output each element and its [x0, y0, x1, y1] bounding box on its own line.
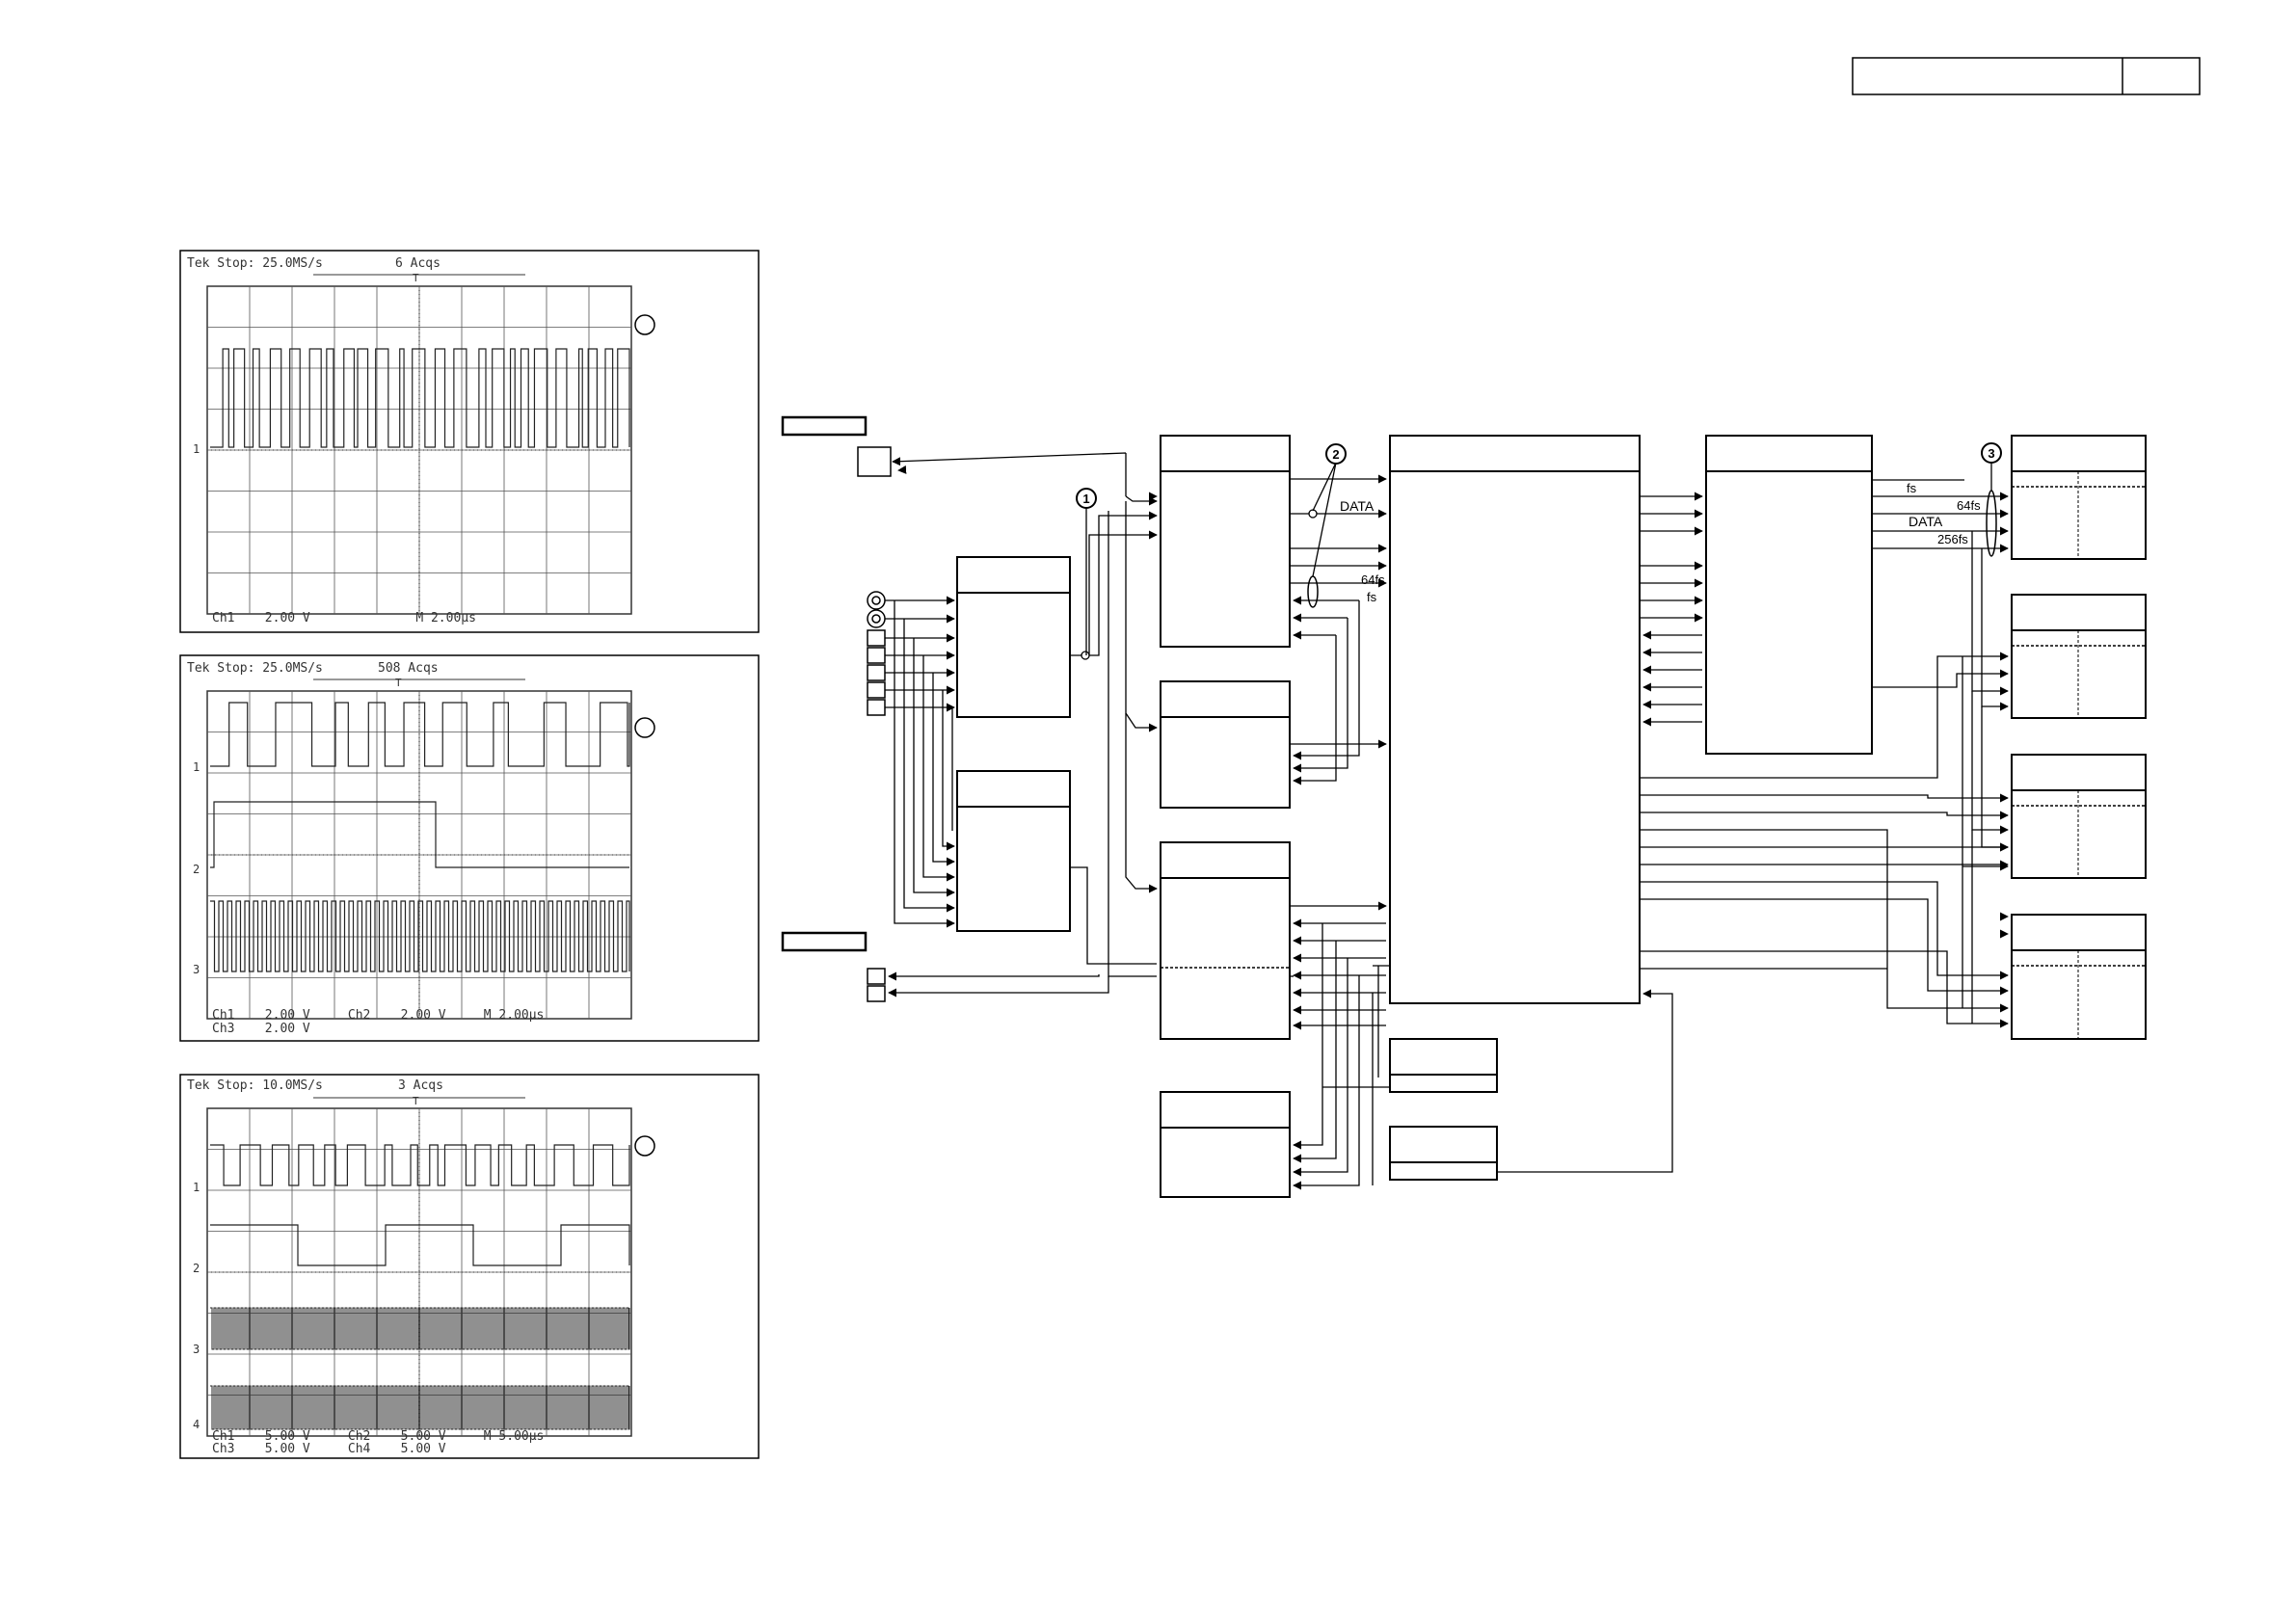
probe-point-1	[1081, 651, 1090, 660]
input-terminal-1	[867, 629, 886, 647]
dac-block-3	[2011, 754, 2147, 879]
scope-test-point-circle-1	[634, 314, 655, 335]
test-point-2-label: 2	[1332, 447, 1339, 462]
scope-trace-3-ch1	[210, 1144, 630, 1186]
signal-label-data-dir: DATA	[1340, 498, 1375, 514]
scope-ch-marker-2-3: 3	[193, 963, 200, 976]
input-terminal-4	[867, 681, 886, 699]
scope-footer-3-line-1: Ch1 5.00 V Ch2 5.00 V M 5.00µs	[212, 1429, 544, 1444]
scope-test-point-circle-2	[634, 717, 655, 738]
scope-acqs-2: 508 Acqs	[378, 661, 439, 676]
input-terminal-2	[867, 647, 886, 664]
mid-block-3	[1160, 841, 1291, 1040]
scope-trace-3-ch3	[210, 1307, 630, 1350]
scope-trace-2-ch3	[210, 900, 630, 972]
mid-block-4	[1160, 1091, 1291, 1198]
input-label-box	[781, 415, 868, 437]
scope-header-1: Tek Stop: 25.0MS/s	[187, 256, 323, 271]
scope-panel-3: Tek Stop: 10.0MS/s 3 Acqs T 1 2 3 4 Ch1 …	[179, 1074, 760, 1459]
signal-label-data-dac: DATA	[1909, 514, 1943, 529]
test-point-1-label: 1	[1082, 492, 1089, 506]
dir-block	[1160, 435, 1291, 648]
scope-panel-2: Tek Stop: 25.0MS/s 508 Acqs T 1 2 3 Ch1 …	[179, 654, 760, 1042]
input-selector-block-b	[956, 770, 1071, 932]
input-selector-block-a	[956, 556, 1071, 718]
scope-test-point-circle-3	[634, 1135, 655, 1157]
dsp-block	[1389, 435, 1641, 1004]
scope-ch-marker-3-3: 3	[193, 1343, 200, 1356]
scope-trigger-2: T	[395, 677, 402, 689]
input-terminal-3	[867, 664, 886, 681]
test-point-1: 1	[1076, 488, 1097, 655]
scope-ch-marker-3-1: 1	[193, 1181, 200, 1194]
scope-trace-2-ch1	[210, 702, 630, 767]
input-terminal-5	[867, 699, 886, 716]
mid-block-2	[1160, 680, 1291, 809]
input-jack-2	[867, 609, 886, 628]
bus-marker-3	[1986, 490, 1997, 557]
small-block-2	[1389, 1126, 1498, 1181]
output-label-box	[781, 931, 868, 952]
scope-acqs-3: 3 Acqs	[398, 1078, 443, 1093]
scope-trace-1-ch1	[210, 348, 630, 448]
scope-ch-marker-2-1: 1	[193, 760, 200, 774]
bus-marker-2	[1307, 575, 1319, 608]
small-block-1	[1389, 1038, 1498, 1093]
signal-label-fs-dac: fs	[1907, 481, 1917, 495]
test-point-3-label: 3	[1988, 446, 1994, 461]
scope-trace-2-ch2	[210, 801, 629, 868]
test-point-3: 3	[1981, 442, 2002, 491]
input-jack-1	[867, 591, 886, 610]
signal-label-64fs-dir: 64fs	[1361, 572, 1385, 587]
scope-grid-1	[206, 285, 632, 615]
test-point-2: 2	[1312, 443, 1347, 577]
scope-header-3: Tek Stop: 10.0MS/s	[187, 1078, 323, 1093]
scope-trigger-3: T	[413, 1095, 419, 1107]
dac-block-4	[2011, 914, 2147, 1040]
scope-trigger-1: T	[413, 272, 419, 284]
scope-panel-1: Tek Stop: 25.0MS/s 6 Acqs T 1 Ch1 2.00 V…	[179, 250, 760, 633]
dac-block-2	[2011, 594, 2147, 719]
signal-wires	[885, 452, 2009, 1190]
scope-ch-marker-1-1: 1	[193, 442, 200, 456]
scope-trace-3-ch2	[210, 1224, 630, 1266]
probe-point-2	[1308, 509, 1318, 519]
scope-trace-3-ch4	[210, 1385, 630, 1430]
scope-acqs-1: 6 Acqs	[395, 256, 441, 271]
output-terminal-2	[867, 985, 886, 1002]
output-terminal-1	[867, 968, 886, 985]
signal-label-fs-dir: fs	[1367, 590, 1377, 604]
scope-header-2: Tek Stop: 25.0MS/s	[187, 661, 323, 676]
scope-ch-marker-3-4: 4	[193, 1418, 200, 1431]
signal-label-256fs-dac: 256fs	[1937, 532, 1968, 546]
scope-footer-2-line-1: Ch1 2.00 V Ch2 2.00 V M 2.00µs	[212, 1008, 544, 1023]
left-connector	[857, 446, 892, 477]
scope-ch-marker-3-2: 2	[193, 1262, 200, 1275]
block-diagram	[781, 415, 2147, 1198]
dac-block-1	[2011, 435, 2147, 560]
signal-label-64fs-dac: 64fs	[1957, 498, 1981, 513]
scope-ch-marker-2-2: 2	[193, 863, 200, 876]
scope-footer-2-line-2: Ch3 2.00 V	[212, 1022, 310, 1036]
scope-footer-1-line-1: Ch1 2.00 V M 2.00µs	[212, 611, 476, 625]
processor-block	[1705, 435, 1873, 755]
title-block	[1852, 57, 2201, 95]
scope-footer-3-line-2: Ch3 5.00 V Ch4 5.00 V	[212, 1442, 446, 1456]
